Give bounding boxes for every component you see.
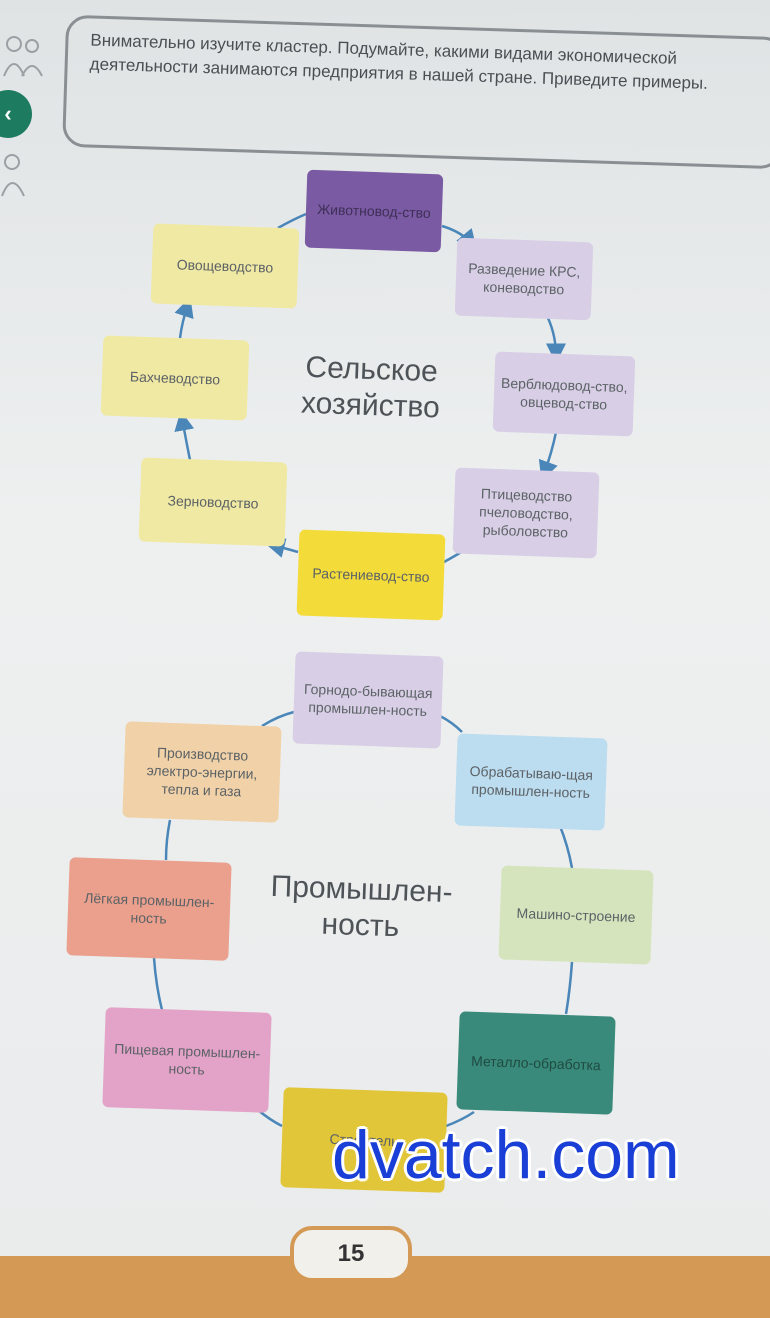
node-livestock: Животновод-ство [304,169,444,253]
node-melon-growing: Бахчеводство [100,335,250,421]
page-number: 15 [290,1226,412,1282]
node-energy-heat-gas: Производство электро-энергии, тепла и га… [122,721,282,823]
industry-title: Промышлен- ность [270,869,454,944]
node-grain-growing: Зерноводство [138,457,288,547]
node-light-industry: Лёгкая промышлен-ность [66,857,232,961]
agriculture-title: Сельское хозяйство [300,350,441,425]
node-manufacturing-industry: Обрабатываю-щая промышлен-ность [454,733,608,831]
node-cattle-horses: Разведение КРС, коневодство [454,237,594,321]
node-metalworking: Металло-обработка [456,1011,616,1115]
watermark-text: dvatch.com [332,1117,680,1193]
node-camels-sheep: Верблюдовод-ство, овцевод-ство [492,351,636,437]
node-food-industry: Пищевая промышлен-ность [102,1007,272,1113]
task-badge-icon: ‹ [0,90,32,138]
node-crop-growing: Растениевод-ство [296,529,446,621]
node-machine-building: Машино-строение [498,865,654,965]
node-mining-industry: Горнодо-бывающая промышлен-ность [292,651,444,749]
node-poultry-bees-fishing: Птицеводство пчеловодство, рыболовство [452,467,600,559]
node-vegetable-growing: Овощеводство [150,223,300,309]
pupils-icon [3,36,43,77]
pupil-icon [1,154,25,197]
